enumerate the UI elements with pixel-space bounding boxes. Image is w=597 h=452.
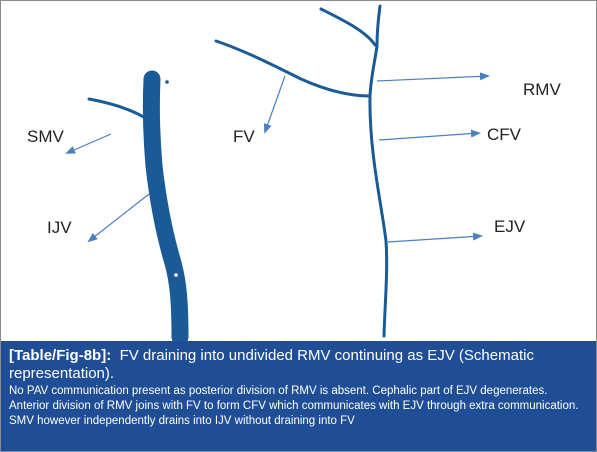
vein-diagram: SMV IJV FV RMV CFV EJV	[27, 4, 561, 341]
label-ijv: IJV	[47, 218, 72, 237]
label-fv: FV	[233, 127, 255, 146]
vessel-highlight	[174, 273, 178, 277]
caption-title: FV draining into undivided RMV continuin…	[9, 347, 534, 382]
ejv-arrow	[387, 232, 483, 243]
smv-vessel	[87, 97, 149, 121]
ijv-arrow	[87, 193, 150, 243]
smv-arrow	[65, 133, 112, 154]
fv-vessel	[214, 39, 372, 98]
figure-caption: [Table/Fig-8b]: FV draining into undivid…	[1, 341, 596, 451]
label-cfv: CFV	[487, 125, 522, 144]
label-rmv: RMV	[523, 80, 561, 99]
caption-tag: [Table/Fig-8b]:	[9, 347, 112, 364]
label-smv: SMV	[27, 127, 65, 146]
rmv-ejv-vessel	[368, 4, 389, 338]
caption-description: No PAV communication present as posterio…	[9, 385, 579, 427]
caption-heading: [Table/Fig-8b]: FV draining into undivid…	[9, 347, 586, 383]
fv-arrow	[263, 75, 286, 134]
upper-branch-vessel	[319, 7, 377, 47]
vessel-dot	[165, 80, 169, 84]
rmv-arrow	[376, 72, 490, 82]
label-ejv: EJV	[494, 217, 526, 236]
cfv-arrow	[378, 129, 481, 141]
ijv-vessel	[142, 70, 189, 341]
